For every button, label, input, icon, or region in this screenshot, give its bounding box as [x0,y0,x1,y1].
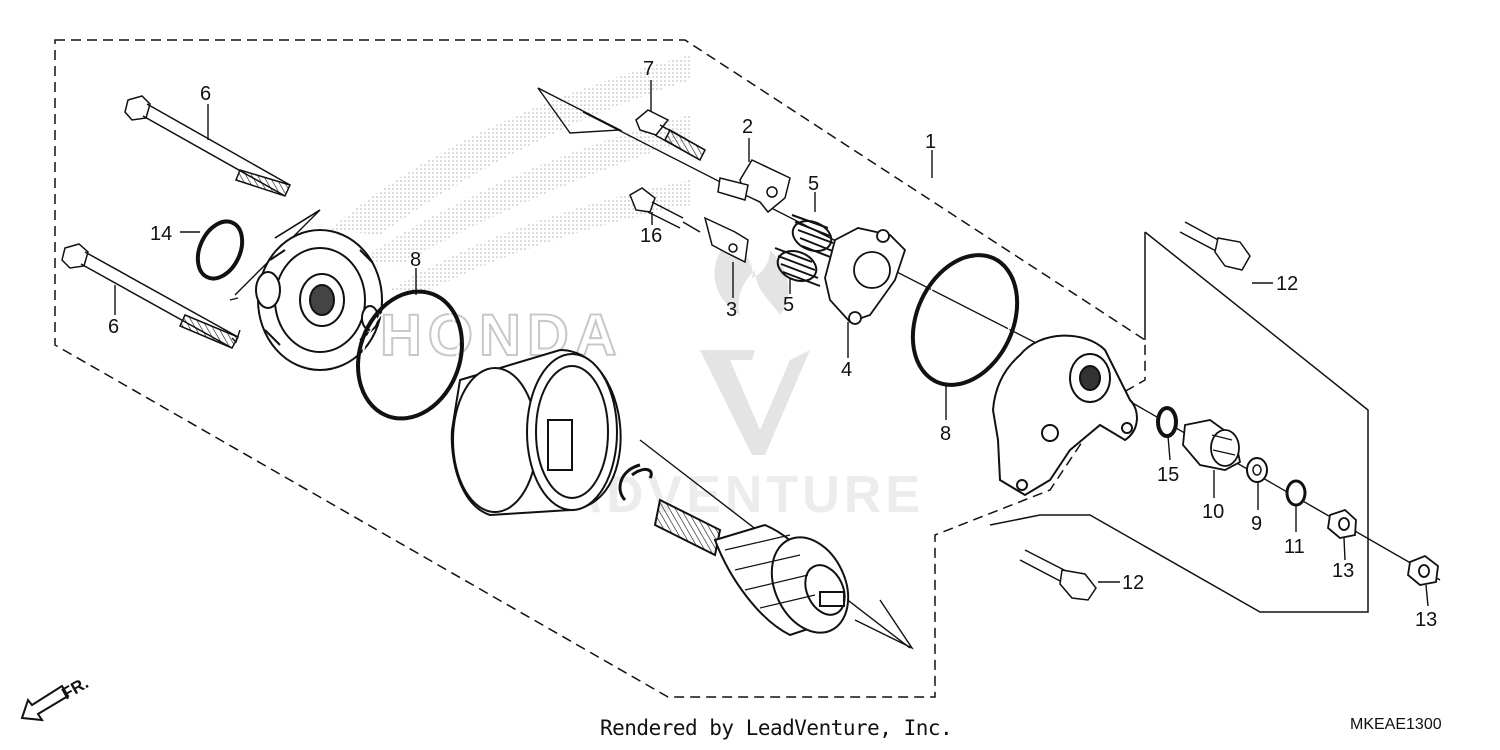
terminal-bolt [635,109,706,162]
o-ring-small [195,219,245,281]
callout-1: 1 [925,131,936,153]
front-housing [991,334,1138,497]
brush-terminal-lower [703,216,749,264]
callout-12-upper: 12 [1276,273,1298,295]
callout-13-lower: 13 [1415,609,1437,631]
callout-5-lower: 5 [783,294,794,316]
plain-washer [1285,479,1307,507]
callout-4: 4 [841,359,852,381]
assembly-boundary-dashed [54,39,1146,698]
callout-3: 3 [726,299,737,321]
rendered-by-credit: Rendered by LeadVenture, Inc. [600,716,953,740]
mounting-bolt-upper [1179,221,1251,271]
callout-6-lower: 6 [108,316,119,338]
flange-nut-upper [1327,508,1357,539]
front-direction-arrow-icon: FR. [20,673,92,722]
mounting-bolt-lower [1019,549,1097,601]
snap-ring [618,463,653,502]
o-ring-right [910,253,1020,387]
brush-holder-plate [824,227,907,325]
callout-2: 2 [742,116,753,138]
brush-spring-lower [774,247,821,287]
callout-12-lower: 12 [1122,572,1144,594]
flange-nut-lower [1407,554,1439,586]
callout-8-right: 8 [940,423,951,445]
pinion-gear [1182,419,1242,471]
leader-lines [114,80,1429,607]
honda-wing-watermark [330,55,690,290]
callout-9: 9 [1251,513,1262,535]
callout-8-left: 8 [410,249,421,271]
o-ring-left [356,289,464,421]
rear-cover [255,229,383,371]
callout-5-upper: 5 [808,173,819,195]
brush-terminal-upper [717,159,791,214]
brush-spring-upper [791,214,839,261]
callout-7: 7 [643,58,654,80]
through-bolt-lower [61,243,240,349]
callout-13-upper: 13 [1332,560,1354,582]
callout-6-upper: 6 [200,83,211,105]
callout-16: 16 [640,225,662,247]
callout-10: 10 [1202,501,1224,523]
diagram-code: MKEAE1300 [1350,716,1442,733]
callout-11: 11 [1284,536,1305,558]
sub-assembly-boundary [989,231,1369,613]
through-bolt-upper [124,95,292,197]
brush-screw [629,187,701,233]
callout-15: 15 [1157,464,1179,486]
callout-14: 14 [150,223,172,245]
armature [653,498,850,637]
yoke-assembly [450,348,622,517]
thrust-washer [1156,406,1178,438]
